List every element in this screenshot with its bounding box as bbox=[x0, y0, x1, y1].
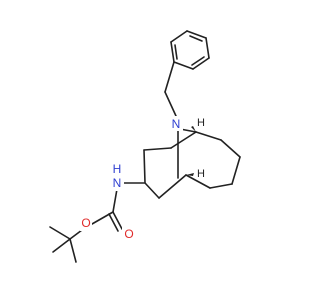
bond bbox=[158, 174, 187, 199]
structure-canvas: N H H N H O O bbox=[49, 30, 241, 263]
bond bbox=[231, 156, 241, 185]
amine-hydrogen-label: H bbox=[113, 162, 122, 176]
bond bbox=[170, 30, 188, 43]
bridge-nitrogen-label: N bbox=[172, 117, 181, 131]
double-bond-inner bbox=[189, 35, 203, 42]
bond bbox=[185, 174, 211, 189]
carbonyl-oxygen-label: O bbox=[124, 227, 133, 241]
bond bbox=[69, 229, 83, 240]
bond bbox=[69, 238, 77, 263]
bond bbox=[209, 183, 233, 189]
wedge-top bbox=[191, 126, 196, 132]
bond bbox=[144, 182, 160, 199]
bond bbox=[91, 211, 114, 225]
bond bbox=[108, 213, 119, 232]
stereo-wedges bbox=[186, 126, 196, 176]
molecule-diagram: N H H N H O O bbox=[49, 30, 241, 263]
bicyclic-framework bbox=[143, 128, 241, 199]
benzene-ring bbox=[170, 30, 210, 70]
bond bbox=[164, 91, 177, 117]
bond bbox=[164, 61, 175, 93]
wedge-bottom bbox=[186, 173, 194, 176]
atom-labels: N H H N H O O bbox=[80, 116, 205, 242]
bond bbox=[195, 131, 222, 141]
double-bond-inner bbox=[174, 44, 178, 60]
bond bbox=[173, 61, 194, 70]
bond bbox=[170, 131, 197, 149]
bond bbox=[49, 226, 71, 240]
bond bbox=[192, 57, 210, 70]
bond bbox=[143, 149, 146, 184]
double-bond-inner bbox=[191, 56, 205, 66]
stereo-h-bottom-label: H bbox=[197, 168, 205, 180]
stereo-h-top-label: H bbox=[197, 117, 205, 129]
bond bbox=[112, 211, 123, 230]
bond bbox=[112, 188, 118, 213]
bond bbox=[170, 41, 175, 63]
bond bbox=[205, 37, 210, 59]
amine-nitrogen-label: N bbox=[113, 176, 122, 190]
bond bbox=[220, 139, 241, 158]
bond bbox=[186, 30, 207, 39]
ester-oxygen-label: O bbox=[81, 216, 90, 230]
benzyl-linker bbox=[164, 61, 177, 117]
bond bbox=[52, 238, 71, 253]
carbamate-chain bbox=[69, 182, 145, 240]
tert-butyl-group bbox=[49, 226, 77, 263]
bond bbox=[143, 147, 172, 151]
